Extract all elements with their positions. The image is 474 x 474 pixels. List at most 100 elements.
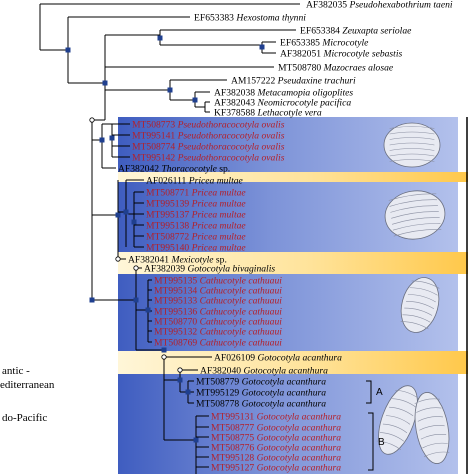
drawing-detail: [389, 406, 414, 417]
taxon-label: AF026111 Pricea multae: [146, 175, 244, 186]
accession-number: MT508775: [211, 432, 257, 443]
drawing-detail: [417, 416, 444, 422]
drawing-detail: [389, 131, 435, 135]
drawing-outline: [384, 190, 446, 240]
node-support-circle: [89, 117, 95, 123]
node-support-square: [145, 307, 151, 313]
highlight-band-yellow: [118, 252, 468, 264]
accession-number: MT508776: [211, 442, 257, 453]
drawing-detail: [388, 193, 437, 201]
taxon-label: AF026109 Gotocotyla acanthura: [214, 352, 342, 363]
species-name: Gotocotyla acanthura: [257, 452, 342, 463]
species-name: Cathucotyle cathuaui: [200, 285, 283, 296]
accession-number: MT995135: [154, 275, 200, 286]
accession-number: MT508770: [154, 316, 200, 327]
drawing-detail: [389, 148, 435, 151]
accession-number: AF026109: [214, 352, 257, 363]
species-name: Pseudothoracocotyla ovalis: [177, 130, 285, 141]
drawing-detail: [416, 407, 442, 413]
drawing-detail: [392, 223, 441, 231]
drawing-detail: [379, 432, 405, 442]
species-name: Gotocotyla bivaginalis: [187, 263, 275, 274]
drawing-outline: [378, 385, 418, 455]
species-name: Microcotyle: [321, 37, 369, 48]
accession-number: MT995142: [132, 152, 178, 163]
taxon-label: MT995142 Pseudothoracocotyla ovalis: [132, 152, 285, 163]
taxon-label: MT995137 Pricea multae: [146, 209, 246, 220]
taxon-label: AF382042 Thoracocotyle sp.: [118, 163, 230, 174]
species-name: Cathucotyle cathuaui: [200, 306, 283, 317]
node-support-square: [109, 135, 115, 141]
taxon-label: AF382035 Pseudohexabothrium taeni: [306, 0, 453, 10]
drawing-detail: [407, 294, 436, 303]
species-name: Pricea multae: [191, 242, 247, 253]
node-support-square: [157, 35, 163, 41]
taxon-label: MT508776 Gotocotyla acanthura: [211, 442, 341, 453]
drawing-detail: [422, 442, 448, 449]
species-name: Neomicrocotyle pacifica: [256, 97, 351, 108]
species-name: Cathucotyle cathuaui: [200, 326, 283, 337]
accession-number: MT995137: [146, 209, 192, 220]
accession-number: MT995132: [154, 326, 200, 337]
accession-number: MT995129: [196, 387, 242, 398]
species-name: Mexicotyle: [170, 254, 214, 265]
drawing-detail: [420, 433, 447, 440]
node-support-square: [115, 212, 121, 218]
species-name: Pricea multae: [191, 187, 247, 198]
species-name: Zeuxapta seriolae: [342, 25, 412, 36]
parasite-illustration-icon: [400, 277, 440, 333]
drawing-detail: [419, 425, 445, 431]
drawing-detail: [395, 389, 420, 400]
node-support-square: [65, 47, 71, 53]
drawing-detail: [406, 300, 435, 309]
accession-number: AF382041: [128, 254, 171, 265]
taxon-label: AM157222 Pseudaxine trachuri: [231, 75, 356, 86]
accession-number: AF382038: [214, 87, 257, 98]
taxon-label: MT995138 Pricea multae: [146, 220, 246, 231]
accession-number: MT995140: [146, 242, 192, 253]
species-name: Gotocotyla acanthura: [242, 387, 327, 398]
species-name: Gotocotyla acanthura: [242, 376, 327, 387]
taxon-label: MT508779 Gotocotyla acanthura: [196, 376, 326, 387]
drawing-detail: [376, 440, 401, 450]
taxon-label: AF382041 Mexicotyle sp.: [128, 254, 227, 265]
node-support-circle: [115, 256, 121, 262]
taxon-label: AF382043 Neomicrocotyle pacifica: [214, 97, 351, 108]
accession-number: MT508772: [146, 231, 192, 242]
taxon-label: MT508770 Cathucotyle cathuaui: [154, 316, 282, 327]
species-name: Gotocotyla acanthura: [257, 422, 342, 433]
species-name: Hexostoma thynni: [235, 12, 306, 23]
taxon-label: MT508771 Pricea multae: [146, 187, 246, 198]
species-name: Gotocotyla acanthura: [257, 432, 342, 443]
drawing-detail: [411, 280, 440, 289]
accession-number: MT508774: [132, 141, 178, 152]
drawing-detail: [390, 205, 438, 213]
species-name: Pricea multae: [191, 198, 247, 209]
legend-atlantic-line2: editerranean: [0, 379, 55, 391]
accession-number: AM157222: [231, 75, 278, 86]
drawing-detail: [385, 415, 411, 425]
drawing-detail: [409, 287, 438, 296]
accession-number: EF653383: [194, 12, 236, 23]
node-support-square: [167, 87, 173, 93]
taxon-label: AF382051 Microcotyle sebastis: [280, 48, 402, 59]
parasite-illustration-icon: [383, 122, 441, 168]
taxon-label: MT508769 Cathucotyle cathuaui: [154, 337, 282, 348]
node-support-circle: [133, 265, 139, 271]
taxon-label: KF378588 Lethacotyle vera: [214, 107, 322, 118]
drawing-outline: [414, 392, 450, 464]
accession-number: MT995134: [154, 285, 200, 296]
clade-b-label: B: [378, 437, 385, 448]
taxon-label: MT995127 Gotocotyla acanthura: [211, 462, 341, 473]
accession-number: MT508769: [154, 337, 200, 348]
highlight-band-yellow: [118, 363, 468, 374]
taxon-label: MT995128 Gotocotyla acanthura: [211, 452, 341, 463]
node-support-square: [185, 389, 191, 395]
species-name: Pseudaxine trachuri: [277, 75, 356, 86]
taxon-label: MT995133 Cathucotyle cathuaui: [154, 295, 282, 306]
drawing-detail: [393, 229, 442, 237]
species-name: Pricea multae: [191, 220, 247, 231]
species-name: Gotocotyla acanthura: [257, 442, 342, 453]
taxon-label: MT508772 Pricea multae: [146, 231, 246, 242]
